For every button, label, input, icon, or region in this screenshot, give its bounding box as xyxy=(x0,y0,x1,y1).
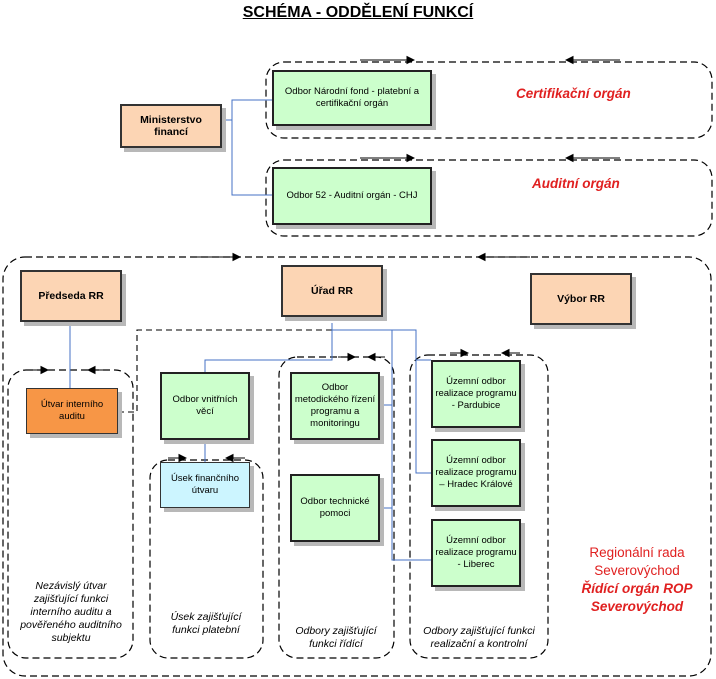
ridici-group-outline xyxy=(278,356,395,659)
ministerstvo-box: Ministerstvo financí xyxy=(120,104,222,148)
platebni-group-outline xyxy=(149,459,264,659)
predseda-box: Předseda RR xyxy=(20,270,122,322)
hradec-box: Územní odbor realizace programu – Hradec… xyxy=(431,439,521,507)
auditni-organ-box: Odbor 52 - Auditní orgán - CHJ xyxy=(272,167,432,225)
usek-financni-box: Úsek finančního útvaru xyxy=(160,462,250,508)
narodni-fond-box: Odbor Národní fond - platební a certifik… xyxy=(272,70,432,126)
vnitrni-veci-box: Odbor vnitřních věcí xyxy=(160,372,250,440)
regional-council-label: Regionální rada Severovýchod Řídící orgá… xyxy=(562,544,712,616)
technicka-pomoc-box: Odbor technické pomoci xyxy=(290,474,380,542)
liberec-box: Územní odbor realizace programu - Libere… xyxy=(431,519,521,587)
auditni-group-outline xyxy=(265,159,713,237)
utvar-auditu-box: Útvar interního auditu xyxy=(26,388,118,434)
nezavisly-caption: Nezávislý útvar zajišťující funkci inter… xyxy=(20,580,122,644)
certifikacni-organ-label: Certifikační orgán xyxy=(516,86,631,101)
regional-council-outline xyxy=(2,256,712,677)
region-line-3: Řídící orgán ROP xyxy=(581,581,693,596)
urad-audit-dashed-link xyxy=(118,329,392,413)
usek-platebni-caption: Úsek zajišťující funkci platební xyxy=(170,611,242,636)
realizacni-group-outline xyxy=(409,354,549,659)
vybor-box: Výbor RR xyxy=(530,273,632,325)
page-title: SCHÉMA - ODDĚLENÍ FUNKCÍ xyxy=(242,4,474,21)
auditni-organ-label: Auditní orgán xyxy=(532,176,620,191)
odbory-realizacni-caption: Odbory zajišťující funkci realizační a k… xyxy=(423,625,535,650)
region-line-2: Severovýchod xyxy=(594,563,680,578)
urad-box: Úřad RR xyxy=(281,265,383,317)
pardubice-box: Územní odbor realizace programu - Pardub… xyxy=(431,360,521,428)
certifikacni-group-outline xyxy=(265,61,713,139)
region-line-4: Severovýchod xyxy=(590,599,684,614)
odbory-ridici-caption: Odbory zajišťující funkci řídící xyxy=(295,625,377,650)
metodicke-rizeni-box: Odbor metodického řízení programu a moni… xyxy=(290,372,380,440)
region-line-1: Regionální rada xyxy=(589,545,685,560)
